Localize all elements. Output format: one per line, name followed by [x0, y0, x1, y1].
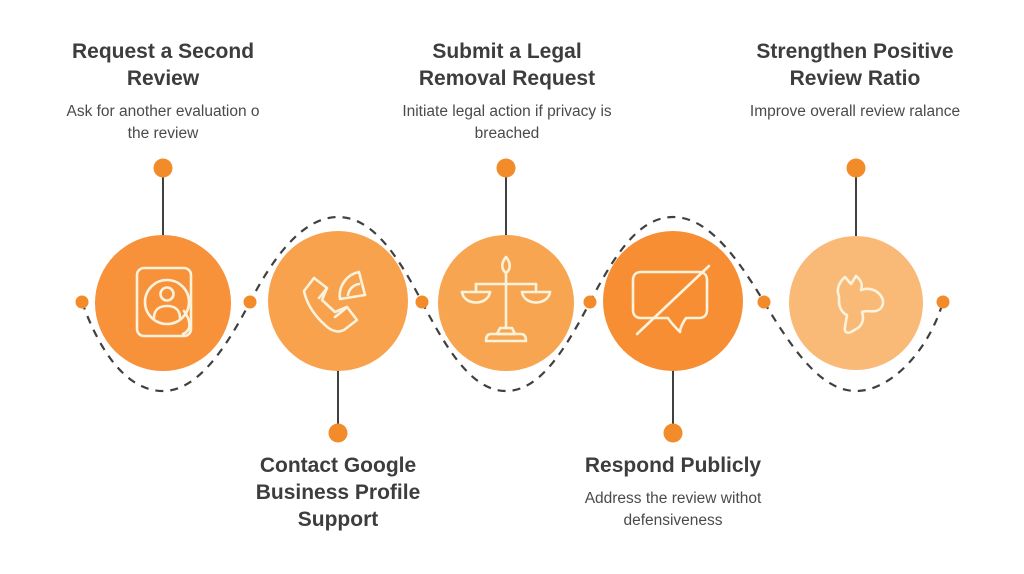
step-4-title: Respond Publicly: [584, 454, 762, 477]
step-5-description: Improve overall review ralance: [749, 103, 961, 120]
connector-dot-2: [328, 423, 348, 443]
step-3-title: Submit a Legal Removal Request: [418, 40, 596, 90]
step-circle-5: [789, 236, 923, 370]
step-2-text-block: Contact Google Business Profile Support: [193, 452, 483, 533]
connector-dot-1: [153, 158, 173, 178]
connector-dot-4: [663, 423, 683, 443]
flow-dot-mid-2: [415, 295, 429, 309]
flow-dot-mid-4: [757, 295, 771, 309]
flow-wave-path: [80, 215, 945, 393]
step-circle-1: [95, 235, 231, 371]
connector-dot-3: [496, 158, 516, 178]
step-1-text-block: Request a Second Review Ask for another …: [18, 38, 308, 145]
justice-scale-icon: [460, 255, 552, 343]
id-card-user-icon: [135, 266, 193, 338]
step-3-text-block: Submit a Legal Removal Request Initiate …: [357, 38, 657, 145]
flow-dot-mid-1: [243, 295, 257, 309]
flow-dot-right: [936, 295, 950, 309]
phone-call-icon: [302, 270, 367, 333]
step-3-description: Initiate legal action if privacy is brea…: [402, 103, 612, 142]
step-5-title: Strengthen Positive Review Ratio: [756, 40, 954, 90]
flow-dot-left: [75, 295, 89, 309]
step-1-description: Ask for another evaluation o the review: [66, 103, 260, 142]
step-4-text-block: Respond Publicly Address the review with…: [523, 452, 823, 532]
step-5-text-block: Strengthen Positive Review Ratio Improve…: [695, 38, 1015, 123]
thumbs-up-icon: [836, 274, 885, 335]
step-1-title: Request a Second Review: [71, 40, 255, 90]
step-circle-2: [268, 231, 408, 371]
speech-bubble-slash-icon: [631, 264, 711, 336]
step-2-title: Contact Google Business Profile Support: [255, 454, 421, 531]
step-4-description: Address the review withot defensiveness: [584, 490, 762, 529]
flow-dot-mid-3: [583, 295, 597, 309]
connector-dot-5: [846, 158, 866, 178]
